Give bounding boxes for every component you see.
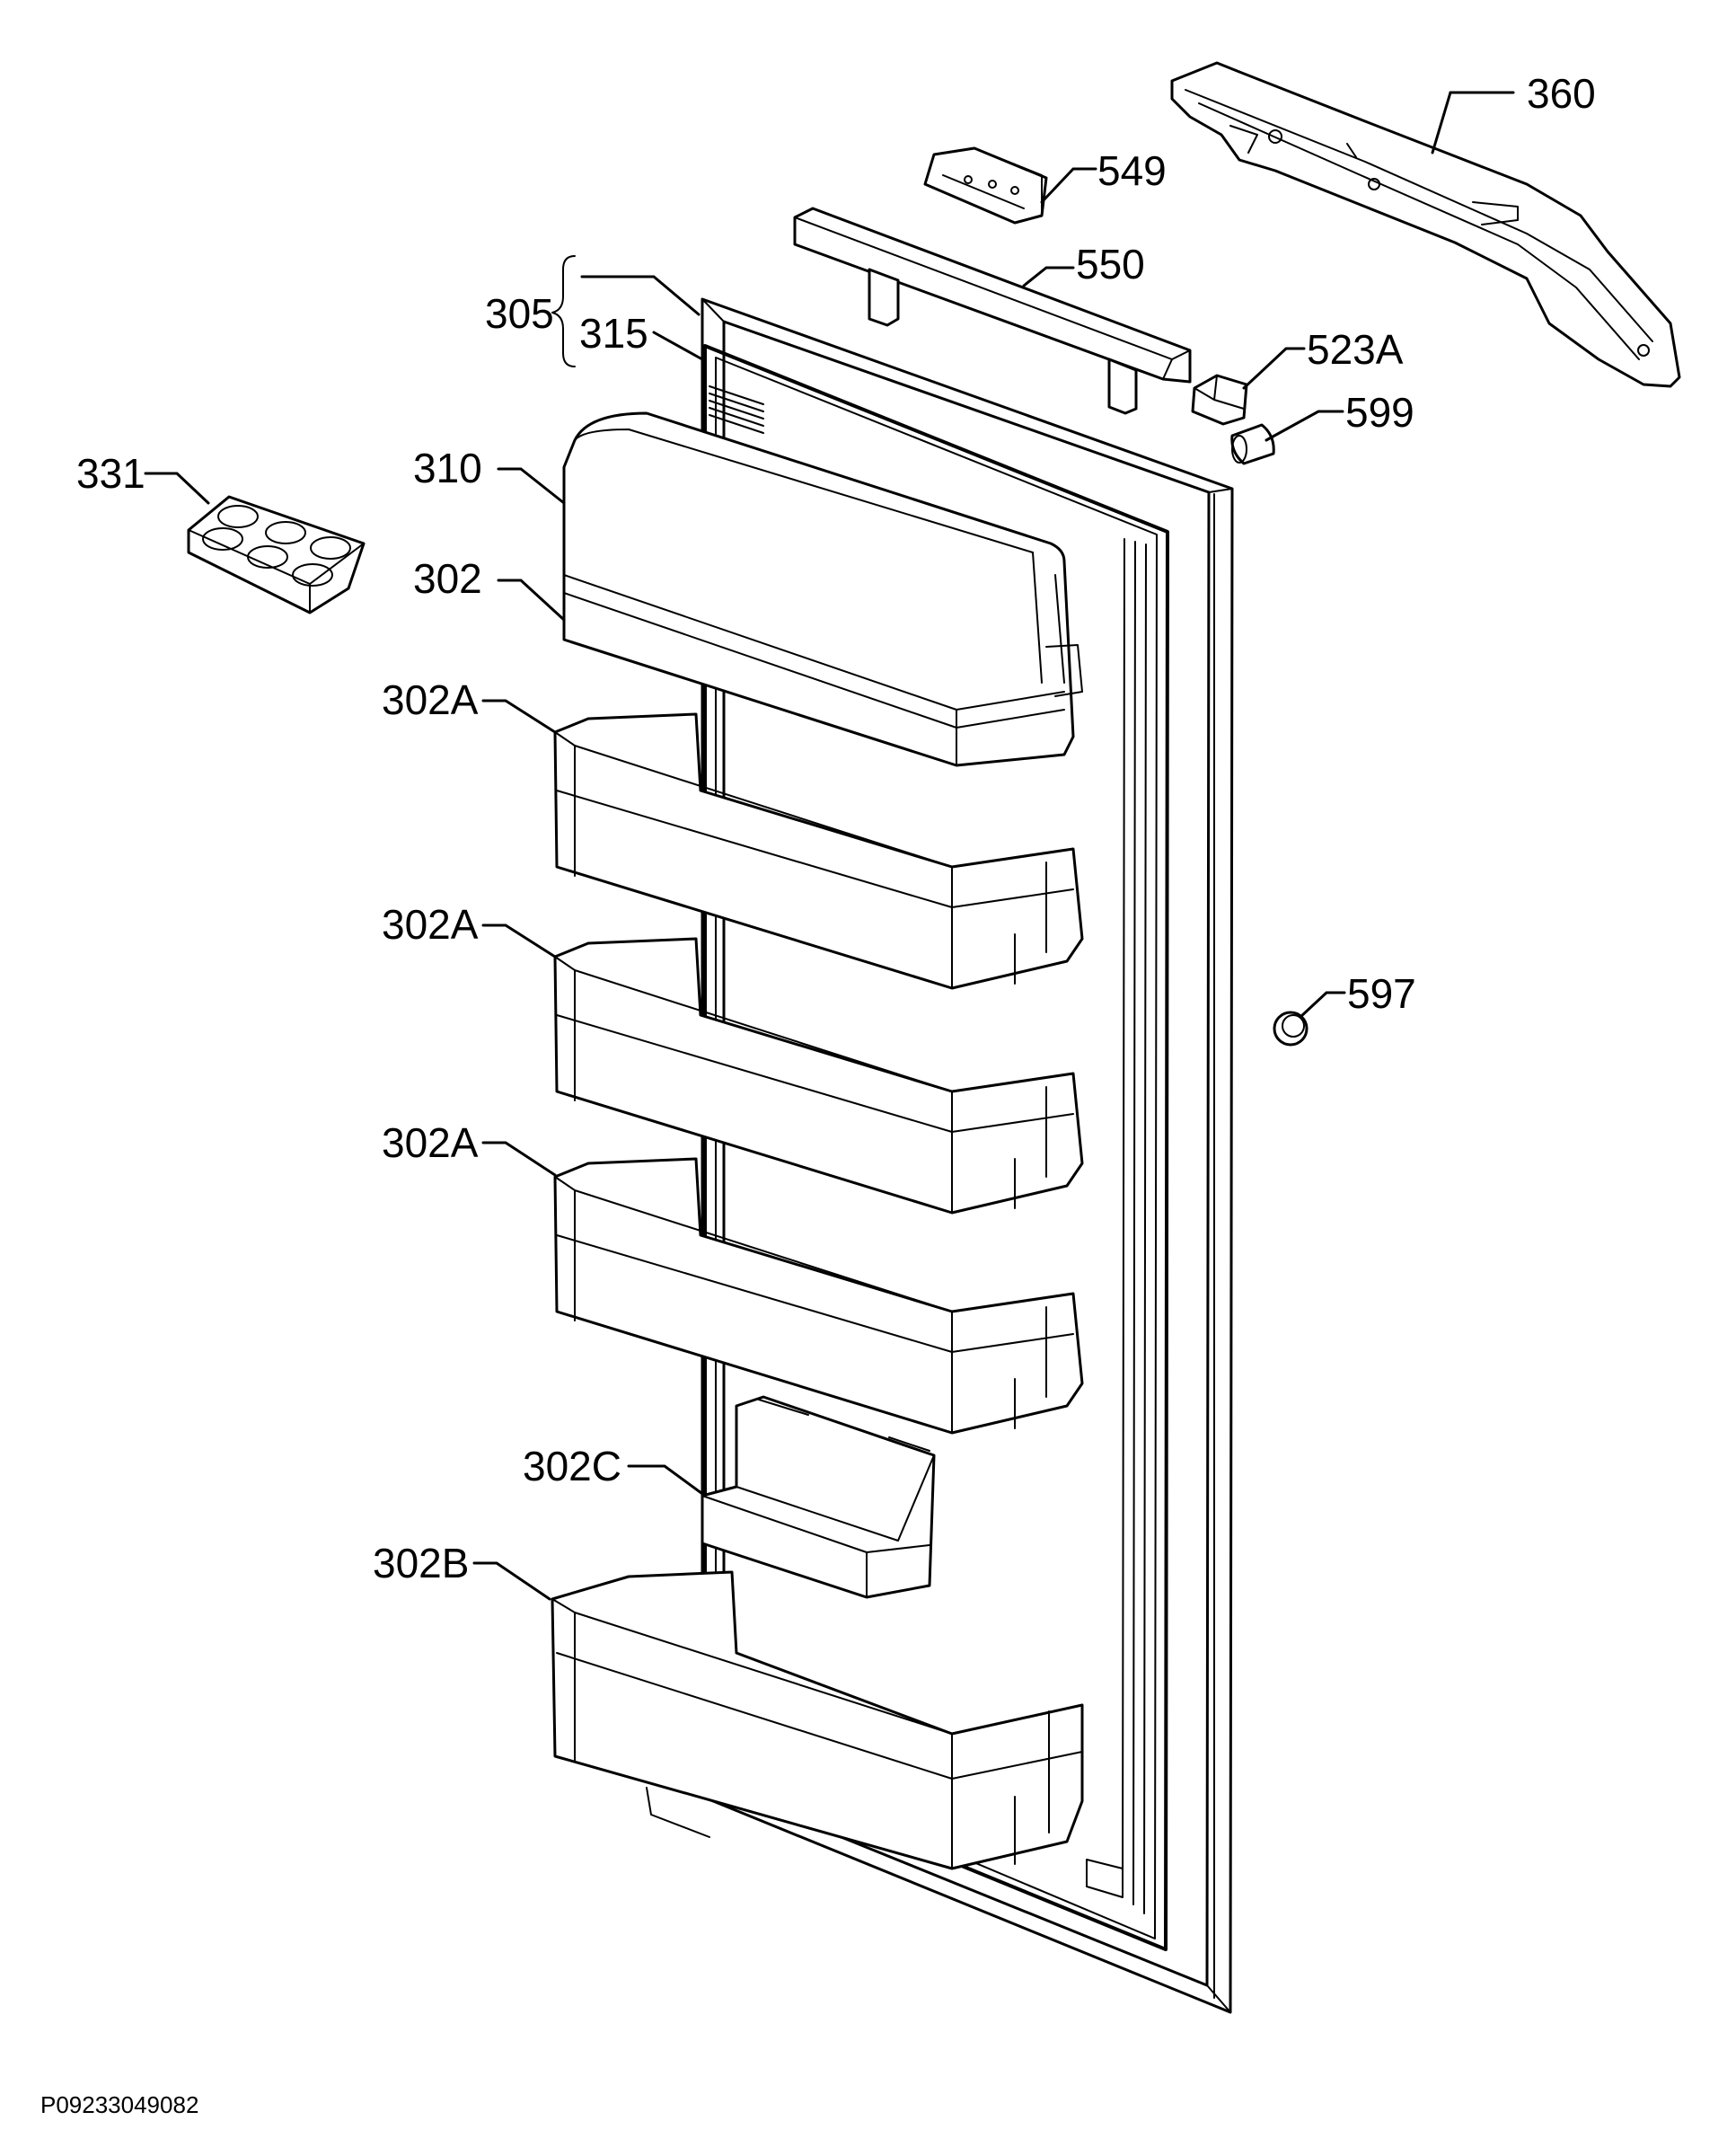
label-549: 549 bbox=[1097, 147, 1167, 194]
top-bar-550 bbox=[793, 207, 1192, 415]
door-shelf-302A-2 bbox=[553, 937, 1084, 1215]
label-302B: 302B bbox=[373, 1540, 469, 1586]
bottle-shelf-302B bbox=[551, 1570, 1084, 1870]
plug-597 bbox=[1273, 1011, 1309, 1047]
label-302C: 302C bbox=[523, 1443, 621, 1489]
door-shelf-302A-3 bbox=[553, 1157, 1084, 1435]
label-302: 302 bbox=[413, 555, 482, 602]
pin-599 bbox=[1230, 423, 1275, 465]
dairy-compartment bbox=[562, 411, 1083, 767]
top-bracket bbox=[1170, 61, 1681, 388]
drawing-code: P09233049082 bbox=[40, 2091, 198, 2118]
label-597: 597 bbox=[1347, 970, 1416, 1017]
label-550: 550 bbox=[1076, 241, 1145, 287]
label-360: 360 bbox=[1527, 70, 1596, 117]
label-599: 599 bbox=[1345, 389, 1414, 436]
small-shelf-302C bbox=[701, 1395, 936, 1599]
barcode-sticker bbox=[709, 385, 764, 434]
label-302A-3: 302A bbox=[382, 1119, 479, 1166]
label-302A-1: 302A bbox=[382, 676, 479, 723]
label-523A: 523A bbox=[1307, 326, 1404, 373]
part-labels: 360 549 550 305 315 523A 599 331 310 302… bbox=[40, 70, 1596, 2118]
hinge-cover-523A bbox=[1191, 374, 1248, 426]
label-315: 315 bbox=[579, 310, 648, 357]
label-302A-2: 302A bbox=[382, 901, 479, 948]
egg-tray bbox=[187, 495, 366, 614]
leader-lines bbox=[144, 91, 1515, 1601]
door-shelf-302A-1 bbox=[553, 712, 1084, 990]
hinge-549 bbox=[923, 146, 1048, 225]
label-331: 331 bbox=[76, 450, 145, 497]
label-310: 310 bbox=[413, 445, 482, 491]
label-305: 305 bbox=[485, 290, 554, 337]
